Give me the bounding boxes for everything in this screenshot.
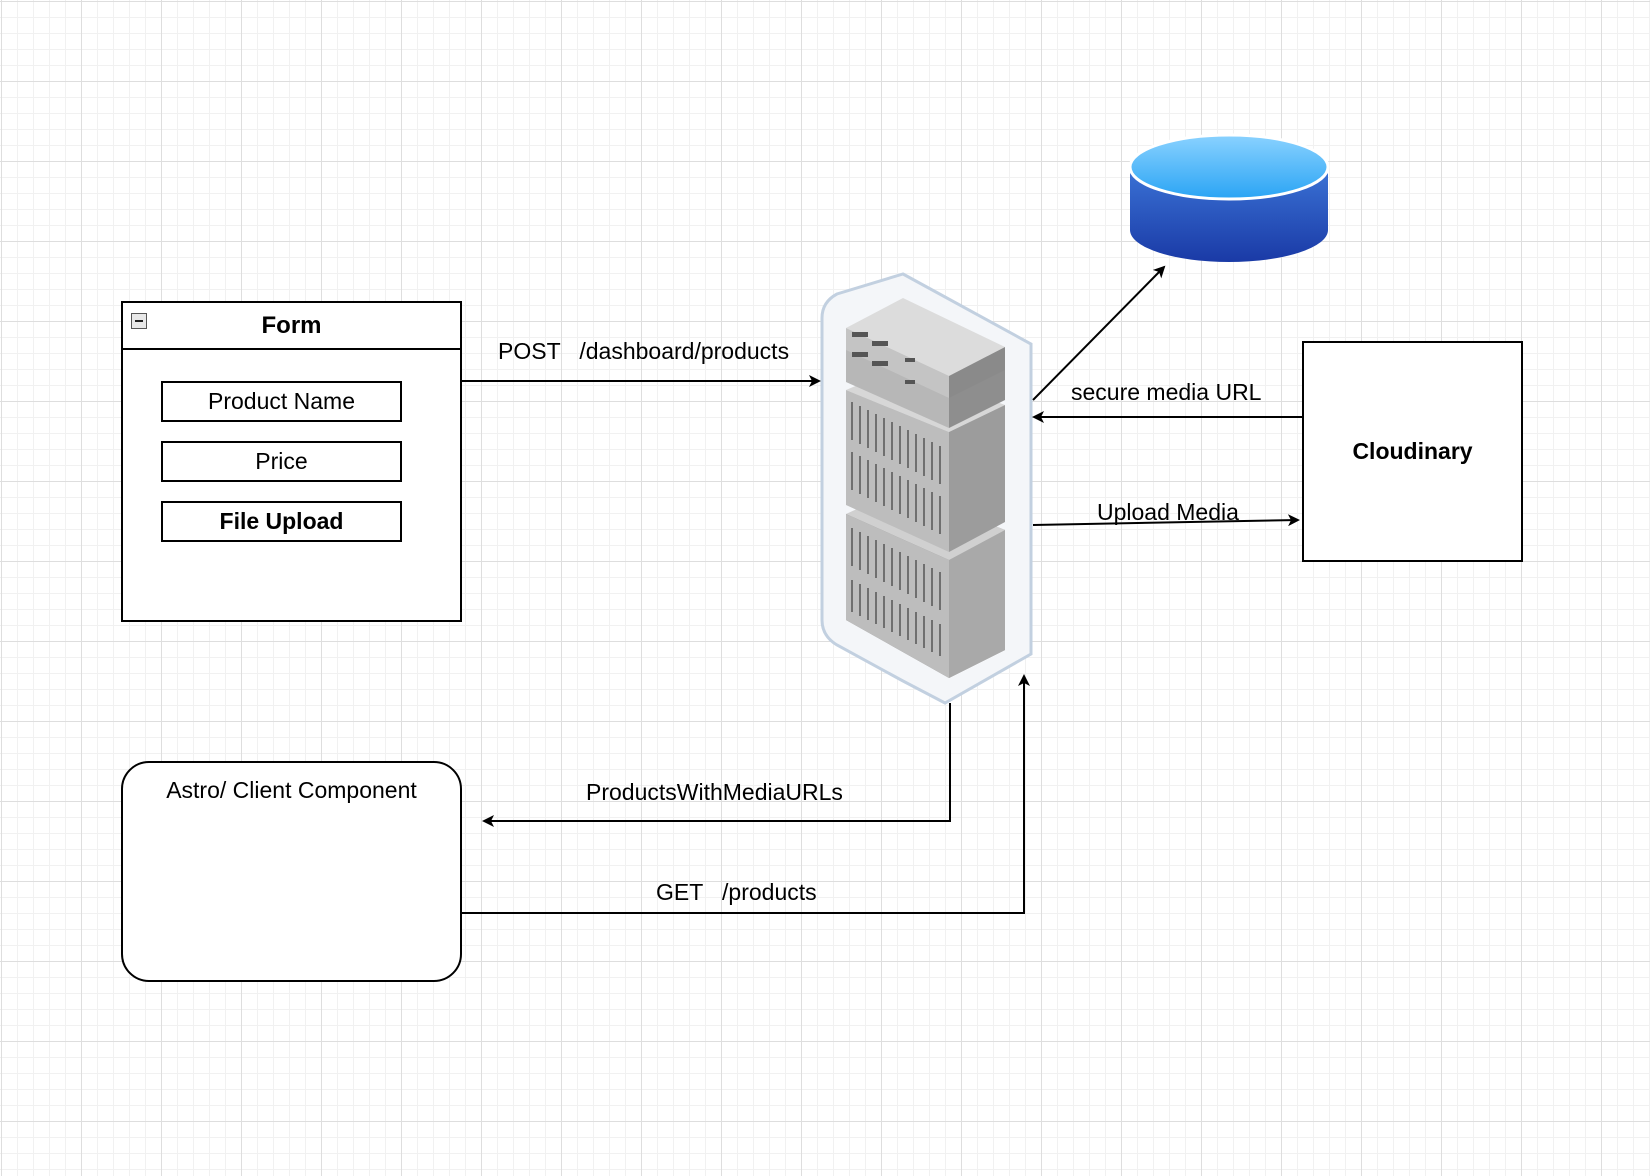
client-component-container: Astro/ Client Component xyxy=(121,761,462,982)
database-icon xyxy=(1128,133,1330,262)
post-edge-label: POST /dashboard/products xyxy=(498,338,790,364)
client-component-title: Astro/ Client Component xyxy=(166,777,417,803)
get-products-edge-label: GET /products xyxy=(656,879,817,905)
db-connector xyxy=(1032,265,1166,401)
upload-edge-label: Upload Media xyxy=(1097,499,1239,525)
form-header: Form xyxy=(123,303,460,350)
product-name-field[interactable]: Product Name xyxy=(161,381,402,422)
form-title: Form xyxy=(261,312,322,339)
cloudinary-label: Cloudinary xyxy=(1352,438,1473,464)
file-upload-field[interactable]: File Upload xyxy=(161,501,402,542)
collapse-icon[interactable] xyxy=(131,313,147,329)
server-rack-icon xyxy=(820,272,1033,705)
get-products-connector xyxy=(459,674,1030,914)
cloudinary-box: Cloudinary xyxy=(1302,341,1523,562)
form-container: Form Product Name Price File Upload xyxy=(121,301,462,622)
products-response-edge-label: ProductsWithMediaURLs xyxy=(586,779,843,805)
price-field[interactable]: Price xyxy=(161,441,402,482)
upload-connector xyxy=(1032,514,1300,527)
products-response-connector xyxy=(482,703,951,827)
secure-url-edge-label: secure media URL xyxy=(1071,379,1262,405)
